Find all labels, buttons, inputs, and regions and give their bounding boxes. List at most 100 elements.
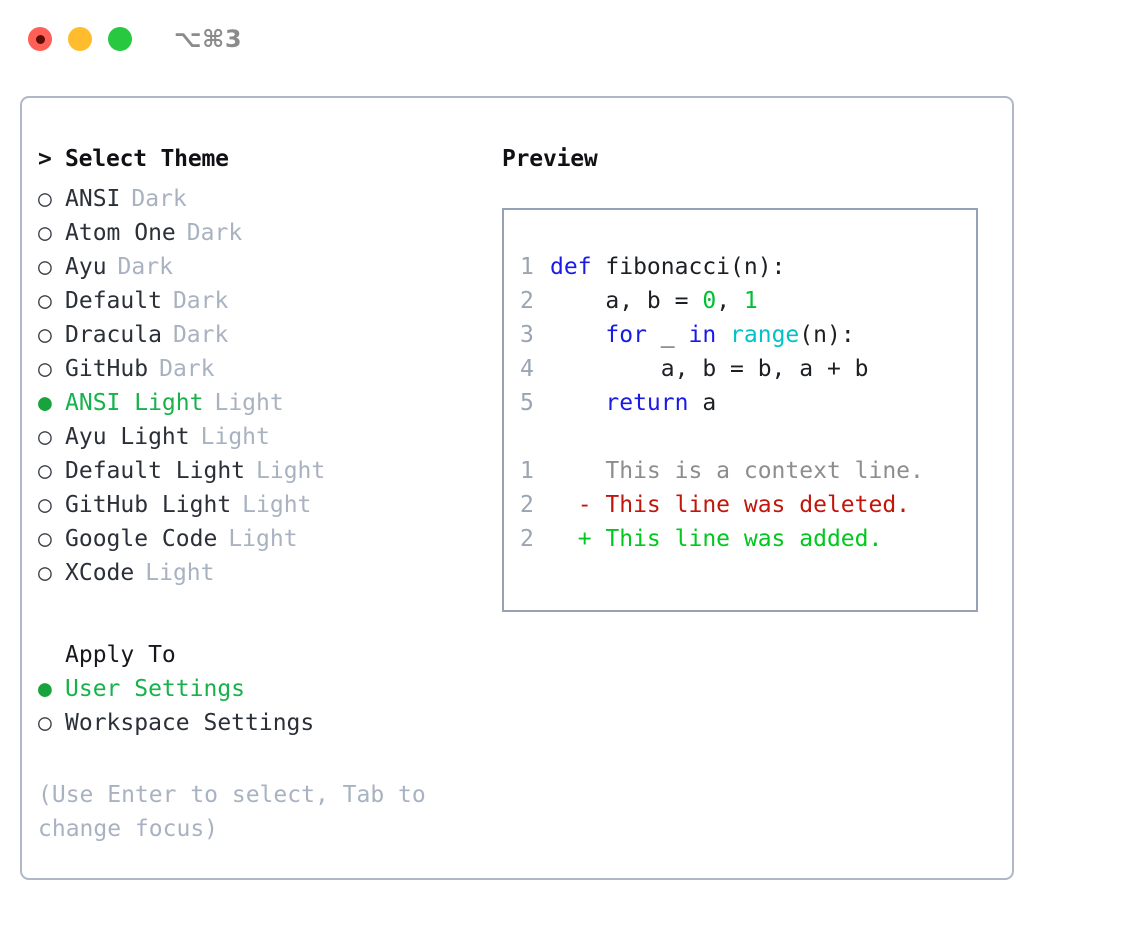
theme-list-item[interactable]: ○ ANSI Dark xyxy=(38,186,488,220)
line-number: 3 xyxy=(520,322,534,348)
diff-line: 2 - This line was deleted. xyxy=(520,492,976,526)
code-token: a, b = b, a + b xyxy=(550,356,869,382)
theme-name: Default xyxy=(65,288,162,314)
code-token: _ xyxy=(646,322,689,348)
radio-unselected-icon[interactable]: ○ xyxy=(38,322,52,348)
radio-selected-icon[interactable]: ● xyxy=(38,676,52,702)
theme-list-item[interactable]: ○ Ayu Dark xyxy=(38,254,488,288)
theme-name: Ayu Light xyxy=(65,424,190,450)
apply-to-label: User Settings xyxy=(65,676,246,702)
theme-name: Atom One xyxy=(65,220,176,246)
theme-name: ANSI Light xyxy=(65,390,204,416)
minimize-button[interactable] xyxy=(68,27,92,51)
line-number: 4 xyxy=(520,356,534,382)
theme-list-item[interactable]: ○ Ayu Light Light xyxy=(38,424,488,458)
apply-to-list: ● User Settings ○Workspace Settings xyxy=(38,676,488,744)
preview-divider xyxy=(520,424,976,458)
radio-selected-icon[interactable]: ● xyxy=(38,390,52,416)
code-token xyxy=(550,390,605,416)
code-line: 3 for _ in range(n): xyxy=(520,322,976,356)
diff-text: This line was deleted. xyxy=(591,492,911,518)
code-token: fibonacci(n): xyxy=(605,254,786,280)
select-theme-title: Select Theme xyxy=(65,146,229,172)
diff-text: This is a context line. xyxy=(591,458,924,484)
code-token: for xyxy=(605,322,647,348)
radio-unselected-icon[interactable]: ○ xyxy=(38,220,52,246)
code-token xyxy=(550,322,605,348)
code-line: 4 a, b = b, a + b xyxy=(520,356,976,390)
code-token: def xyxy=(550,254,606,280)
theme-list-item[interactable]: ○ Default Dark xyxy=(38,288,488,322)
radio-unselected-icon[interactable]: ○ xyxy=(38,710,52,736)
code-text: a, b = b, a + b xyxy=(550,356,869,382)
theme-list-item[interactable]: ○ XCode Light xyxy=(38,560,488,594)
theme-variant: Light xyxy=(145,560,215,586)
radio-unselected-icon[interactable]: ○ xyxy=(38,424,52,450)
radio-unselected-icon[interactable]: ○ xyxy=(38,560,52,586)
theme-variant: Dark xyxy=(172,288,229,314)
code-token: (n): xyxy=(799,322,855,348)
theme-name: Default Light xyxy=(65,458,246,484)
theme-variant: Light xyxy=(214,390,284,416)
theme-list-item[interactable]: ○ Default Light Light xyxy=(38,458,488,492)
traffic-lights xyxy=(28,27,132,51)
theme-name: GitHub Light xyxy=(65,492,232,518)
code-line: 5 return a xyxy=(520,390,976,424)
apply-to-option[interactable]: ○Workspace Settings xyxy=(38,710,488,744)
theme-variant: Dark xyxy=(186,220,243,246)
diff-line: 1 This is a context line. xyxy=(520,458,976,492)
diff-line: 2 + This line was added. xyxy=(520,526,976,560)
theme-name: Dracula xyxy=(65,322,162,348)
radio-unselected-icon[interactable]: ○ xyxy=(38,526,52,552)
theme-name: GitHub xyxy=(65,356,149,382)
record-indicator-icon xyxy=(35,34,45,44)
radio-unselected-icon[interactable]: ○ xyxy=(38,186,52,212)
theme-variant: Dark xyxy=(172,322,229,348)
radio-unselected-icon[interactable]: ○ xyxy=(38,288,52,314)
theme-list-item[interactable]: ○ Atom One Dark xyxy=(38,220,488,254)
radio-unselected-icon[interactable]: ○ xyxy=(38,492,52,518)
theme-name: Google Code xyxy=(65,526,218,552)
theme-variant: Dark xyxy=(117,254,173,280)
line-number: 2 xyxy=(520,526,534,552)
theme-name: XCode xyxy=(65,560,135,586)
diff-sample: 1 This is a context line.2 - This line w… xyxy=(520,458,976,560)
theme-variant: Light xyxy=(200,424,270,450)
line-number: 1 xyxy=(520,458,534,484)
apply-to-option[interactable]: ● User Settings xyxy=(38,676,488,710)
line-number: 5 xyxy=(520,390,534,416)
keyboard-shortcut-label: ⌥⌘3 xyxy=(174,25,243,53)
line-number: 2 xyxy=(520,492,534,518)
code-token: in xyxy=(688,322,717,348)
apply-to-heading: Apply To xyxy=(38,642,488,676)
theme-variant: Dark xyxy=(131,186,187,212)
code-token: 0 xyxy=(702,288,717,314)
caret-icon: > xyxy=(38,146,52,172)
theme-variant: Light xyxy=(228,526,298,552)
code-token: a xyxy=(688,390,717,416)
zoom-button[interactable] xyxy=(108,27,132,51)
radio-unselected-icon[interactable]: ○ xyxy=(38,458,52,484)
code-text: return a xyxy=(550,390,716,416)
code-token xyxy=(716,322,730,348)
line-number: 2 xyxy=(520,288,534,314)
theme-list-item[interactable]: ● ANSI Light Light xyxy=(38,390,488,424)
radio-unselected-icon[interactable]: ○ xyxy=(38,254,52,280)
radio-unselected-icon[interactable]: ○ xyxy=(38,356,52,382)
theme-name: ANSI xyxy=(65,186,121,212)
diff-text: This line was added. xyxy=(591,526,883,552)
theme-list-item[interactable]: ○ Dracula Dark xyxy=(38,322,488,356)
theme-variant: Light xyxy=(256,458,326,484)
theme-name: Ayu xyxy=(65,254,107,280)
close-button[interactable] xyxy=(28,27,52,51)
theme-list-item[interactable]: ○ Google Code Light xyxy=(38,526,488,560)
